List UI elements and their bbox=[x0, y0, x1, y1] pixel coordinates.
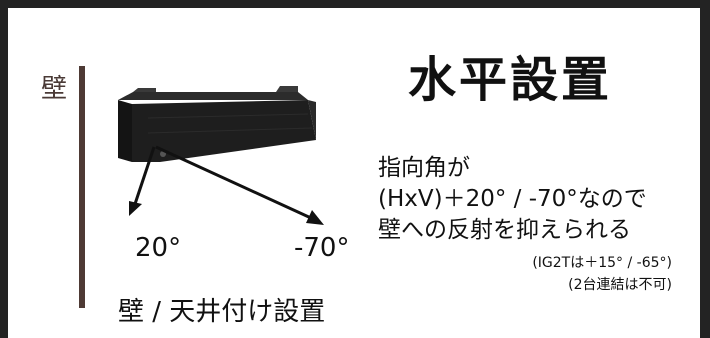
arrow-up-line bbox=[133, 146, 156, 205]
device-end bbox=[308, 100, 316, 140]
note-ig2t: (IG2Tは＋15° / -65°) bbox=[532, 255, 672, 271]
angle-left-label: 20° bbox=[135, 233, 182, 263]
page-title: 水平設置 bbox=[408, 52, 613, 108]
bracket-left bbox=[133, 88, 156, 92]
wall-label: 壁 bbox=[41, 74, 68, 104]
description-line-1: 指向角が bbox=[378, 155, 470, 181]
description: 指向角が (HxV)＋20° / -70°なので 壁への反射を抑えられる bbox=[378, 153, 647, 246]
caption: 壁 / 天井付け設置 bbox=[118, 297, 326, 327]
speaker-device bbox=[118, 86, 316, 162]
arrow-up-head bbox=[129, 201, 142, 216]
arrow-down-head bbox=[306, 210, 324, 225]
bracket-right bbox=[276, 86, 298, 92]
diagram-panel: 壁 20° -70° 水平設置 指向角が (HxV)＋20° / -70°なので… bbox=[8, 8, 700, 338]
arrow-down-line bbox=[155, 145, 312, 220]
wall-bar bbox=[79, 66, 85, 308]
description-line-3: 壁への反射を抑えられる bbox=[378, 217, 631, 243]
angle-right-label: -70° bbox=[294, 233, 350, 263]
note-no-linking: (2台連結は不可) bbox=[568, 277, 672, 293]
angle-arrows bbox=[129, 145, 324, 225]
device-side bbox=[118, 100, 132, 162]
description-line-2: (HxV)＋20° / -70°なので bbox=[378, 186, 647, 212]
device-top bbox=[118, 92, 308, 100]
